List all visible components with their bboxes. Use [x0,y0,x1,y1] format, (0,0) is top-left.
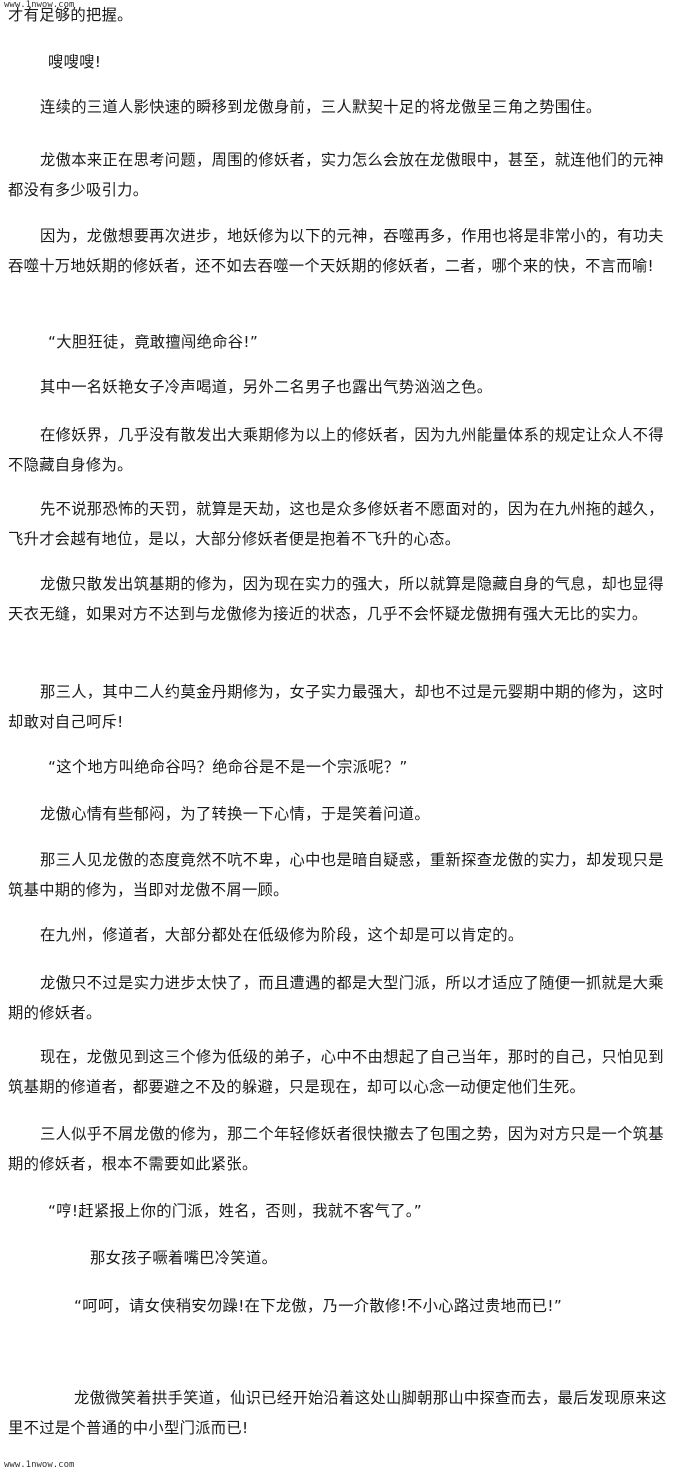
paragraph-5: 因为，龙傲想要再次进步，地妖修为以下的元神，吞噬再多，作用也将是非常小的，有功夫… [8,227,664,275]
paragraph-22: 龙傲微笑着拱手笑道，仙识已经开始沿着这处山脚朝那山中探查而去，最后发现原来这里不… [8,1389,667,1437]
watermark-top: www.1nwow.com [4,0,75,10]
paragraph-3: 连续的三道人影快速的瞬移到龙傲身前，三人默契十足的将龙傲呈三角之势围住。 [40,98,602,116]
paragraph-21: “呵呵，请女侠稍安勿躁!在下龙傲，乃一介散修!不小心路过贵地而已!” [74,1297,563,1315]
paragraph-2: 嗖嗖嗖! [48,53,102,71]
paragraph-20: 那女孩子噘着嘴巴冷笑道。 [90,1249,278,1267]
paragraph-1: 才有足够的把握。 [8,6,133,24]
paragraph-10: 龙傲只散发出筑基期的修为，因为现在实力的强大，所以就算是隐藏自身的气息，却也显得… [8,575,664,623]
paragraph-14: 那三人见龙傲的态度竟然不吭不卑，心中也是暗自疑惑，重新探查龙傲的实力，却发现只是… [8,851,664,899]
paragraph-7: 其中一名妖艳女子冷声喝道，另外二名男子也露出气势汹汹之色。 [40,378,493,396]
paragraph-12: “这个地方叫绝命谷吗？绝命谷是不是一个宗派呢？” [48,758,408,776]
paragraph-17: 现在，龙傲见到这三个修为低级的弟子，心中不由想起了自己当年，那时的自己，只怕见到… [8,1048,664,1096]
paragraph-8: 在修妖界，几乎没有散发出大乘期修为以上的修妖者，因为九州能量体系的规定让众人不得… [8,426,664,474]
paragraph-16: 龙傲只不过是实力进步太快了，而且遭遇的都是大型门派，所以才适应了随便一抓就是大乘… [8,974,664,1022]
paragraph-18: 三人似乎不屑龙傲的修为，那二个年轻修妖者很快撤去了包围之势，因为对方只是一个筑基… [8,1125,664,1173]
paragraph-11: 那三人，其中二人约莫金丹期修为，女子实力最强大，却也不过是元婴期中期的修为，这时… [8,683,664,731]
paragraph-15: 在九州，修道者，大部分都处在低级修为阶段，这个却是可以肯定的。 [40,926,524,944]
watermark-bottom: www.1nwow.com [4,1460,75,1470]
paragraph-13: 龙傲心情有些郁闷，为了转换一下心情，于是笑着问道。 [40,805,430,823]
paragraph-9: 先不说那恐怖的天罚，就算是天劫，这也是众多修妖者不愿面对的，因为在九州拖的越久，… [8,500,664,548]
paragraph-19: “哼!赶紧报上你的门派，姓名，否则，我就不客气了。” [48,1202,422,1220]
paragraph-6: “大胆狂徒，竟敢擅闯绝命谷!” [48,333,259,351]
paragraph-4: 龙傲本来正在思考问题，周围的修妖者，实力怎么会放在龙傲眼中，甚至，就连他们的元神… [8,151,664,199]
